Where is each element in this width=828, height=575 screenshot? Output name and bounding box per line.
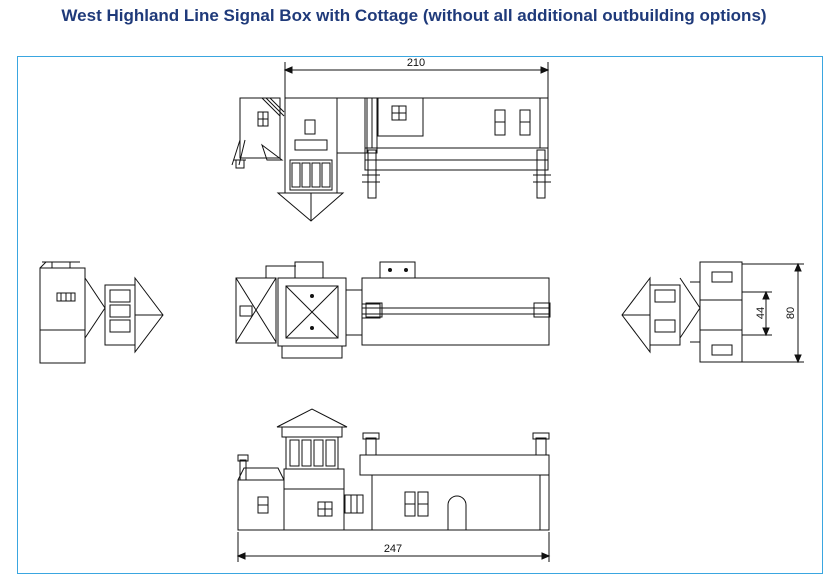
dimension-label-80: 80 <box>785 307 797 319</box>
drawing-frame <box>17 56 823 574</box>
right-end-view: 44 80 <box>621 261 804 364</box>
dimension-label-44: 44 <box>755 307 767 319</box>
rear-elevation-view: 210 <box>231 57 551 222</box>
dimension-label-210: 210 <box>407 57 425 69</box>
dimension-label-247: 247 <box>384 543 402 555</box>
front-elevation-view: 247 <box>236 408 551 562</box>
page-title: West Highland Line Signal Box with Cotta… <box>61 6 767 25</box>
left-end-view <box>39 261 164 364</box>
plan-view <box>235 261 551 359</box>
